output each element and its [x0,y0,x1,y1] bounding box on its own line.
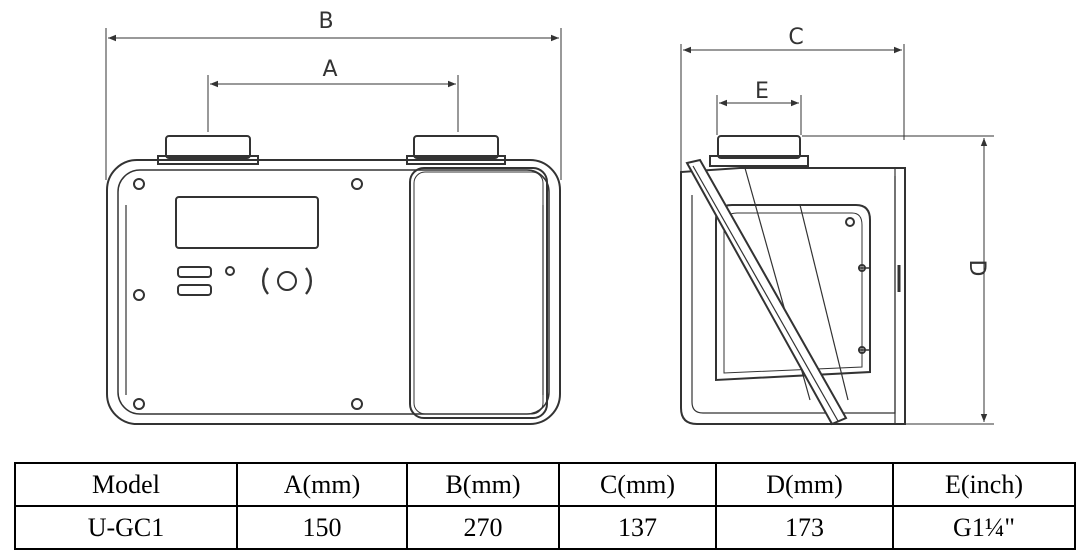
header-model: Model [14,462,238,507]
cell-a: 150 [236,505,408,550]
side-body [680,167,906,425]
cell-e: G1¼" [892,505,1076,550]
button-lower [177,284,212,296]
header-b: B(mm) [406,462,560,507]
header-c: C(mm) [558,462,717,507]
dimension-a: A [207,57,459,132]
dimension-e: E [716,79,802,135]
side-connector [717,135,801,159]
dimension-c: C [680,25,905,190]
sensor-icon [262,267,312,295]
dimension-label-a: A [322,57,337,82]
button-upper [177,266,212,278]
cell-b: 270 [406,505,560,550]
dimension-label-d: D [964,260,989,277]
opened-cover [685,158,848,426]
outlet-connector [413,135,499,159]
indicator-led [225,266,235,276]
gas-meter-technical-drawing: B A [105,9,994,426]
cell-model: U-GC1 [14,505,238,550]
display-window [175,196,319,249]
header-e: E(inch) [892,462,1076,507]
meter-body [106,159,561,425]
dimension-b: B [105,9,562,180]
front-view: B A [105,9,562,425]
dimension-label-e: E [755,79,769,104]
table-row: U-GC1 150 270 137 173 G1¼" [14,505,1076,550]
side-view: C E D [680,25,994,426]
dimension-label-c: C [788,25,803,50]
specification-table: Model A(mm) B(mm) C(mm) D(mm) E(inch) U-… [14,462,1076,550]
inlet-connector [165,135,251,159]
header-a: A(mm) [236,462,408,507]
table-header-row: Model A(mm) B(mm) C(mm) D(mm) E(inch) [14,462,1076,507]
battery-cover [409,167,548,419]
dimension-d: D [802,135,994,425]
dimension-label-b: B [318,9,333,34]
header-d: D(mm) [715,462,894,507]
cell-c: 137 [558,505,717,550]
cell-d: 173 [715,505,894,550]
